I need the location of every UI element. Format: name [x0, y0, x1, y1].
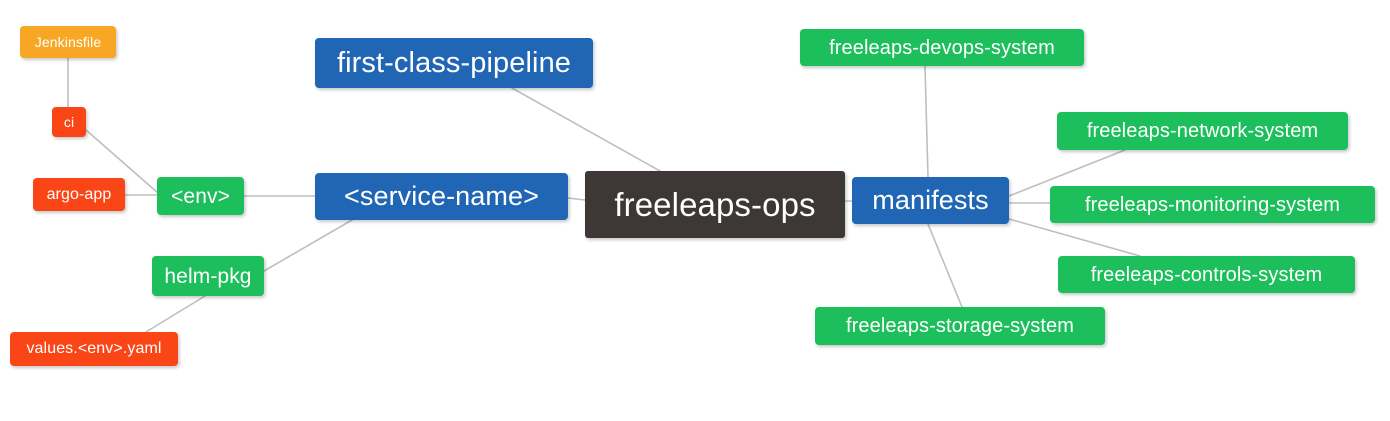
mindmap-node-first-class-pipeline[interactable]: first-class-pipeline: [315, 38, 593, 88]
edge-helm-pkg-to-values-yaml: [145, 295, 206, 333]
mindmap-node-label: freeleaps-devops-system: [829, 36, 1055, 59]
mindmap-node-label: <service-name>: [344, 181, 539, 211]
mindmap-node-service-name[interactable]: <service-name>: [315, 173, 568, 220]
edge-manifests-to-freeleaps-storage-system: [927, 223, 963, 308]
mindmap-node-freeleaps-network-system[interactable]: freeleaps-network-system: [1057, 112, 1348, 150]
mindmap-node-label: freeleaps-ops: [614, 186, 816, 223]
mindmap-node-values-yaml[interactable]: values.<env>.yaml: [10, 332, 178, 366]
edge-manifests-to-freeleaps-controls-system: [1008, 218, 1141, 257]
mindmap-node-ci[interactable]: ci: [52, 107, 86, 137]
mindmap-node-label: helm-pkg: [164, 264, 252, 288]
mindmap-node-label: manifests: [872, 185, 989, 215]
mindmap-node-label: first-class-pipeline: [336, 46, 572, 79]
mindmap-node-argo-app[interactable]: argo-app: [33, 178, 125, 211]
mindmap-node-freeleaps-devops-system[interactable]: freeleaps-devops-system: [800, 29, 1084, 66]
mindmap-node-manifests[interactable]: manifests: [852, 177, 1009, 224]
mindmap-node-freeleaps-monitoring-system[interactable]: freeleaps-monitoring-system: [1050, 186, 1375, 223]
mindmap-node-label: Jenkinsfile: [34, 34, 102, 50]
mindmap-node-jenkinsfile[interactable]: Jenkinsfile: [20, 26, 116, 58]
mindmap-node-label: freeleaps-network-system: [1086, 120, 1319, 142]
edge-service-name-to-freeleaps-ops: [567, 197, 586, 201]
mindmap-node-label: ci: [63, 114, 75, 130]
mindmap-node-helm-pkg[interactable]: helm-pkg: [152, 256, 264, 296]
mindmap-node-label: freeleaps-storage-system: [845, 315, 1075, 337]
mindmap-node-label: values.<env>.yaml: [26, 340, 162, 357]
mindmap-node-freeleaps-storage-system[interactable]: freeleaps-storage-system: [815, 307, 1105, 345]
edge-service-name-to-helm-pkg: [263, 219, 353, 272]
mindmap-node-freeleaps-ops[interactable]: freeleaps-ops: [585, 171, 845, 238]
mindmap-node-label: argo-app: [46, 185, 112, 203]
mindmap-node-freeleaps-controls-system[interactable]: freeleaps-controls-system: [1058, 256, 1355, 293]
edge-first-class-pipeline-to-freeleaps-ops: [511, 87, 661, 172]
mindmap-node-label: freeleaps-monitoring-system: [1084, 193, 1340, 216]
edge-manifests-to-freeleaps-devops-system: [924, 65, 929, 178]
mindmap-node-label: <env>: [171, 184, 230, 208]
mindmap-node-label: freeleaps-controls-system: [1090, 263, 1323, 286]
mindmap-node-env[interactable]: <env>: [157, 177, 244, 215]
